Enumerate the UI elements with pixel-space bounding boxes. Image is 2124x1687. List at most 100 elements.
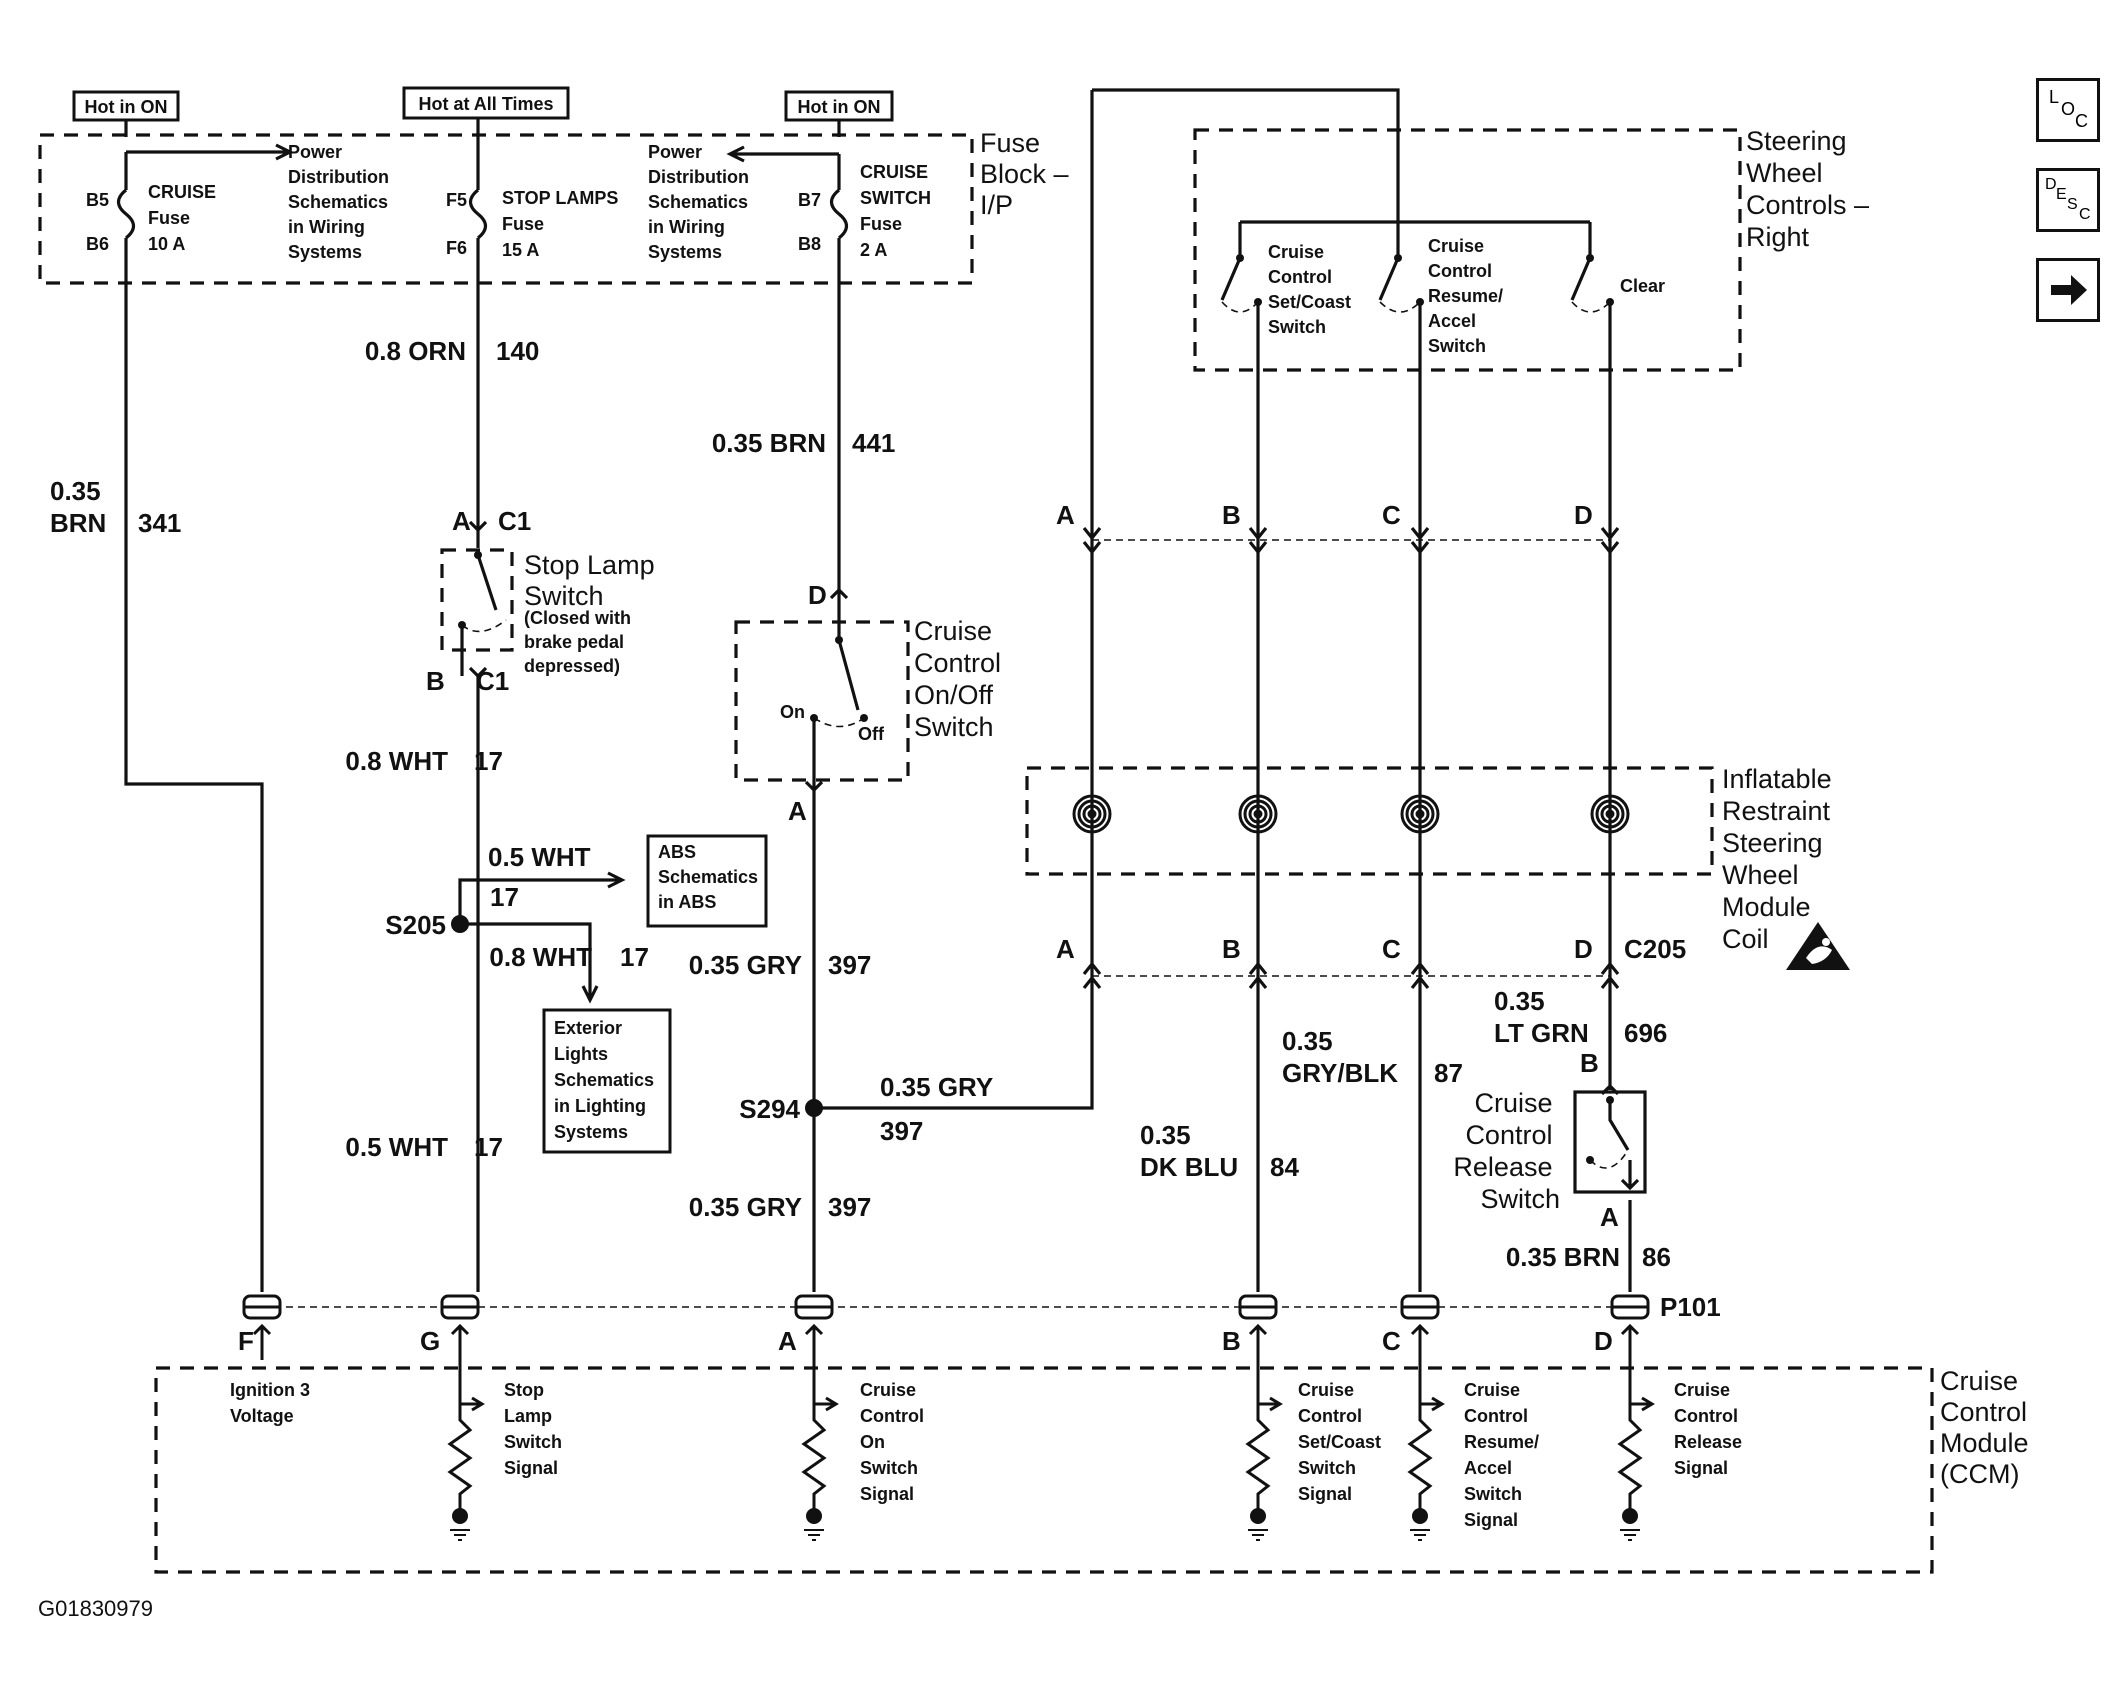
pin-label: F6 [446,238,467,258]
pds-label: Power Distribution Schematics in Wiring … [288,142,394,262]
pds-label: Power Distribution Schematics in Wiring … [648,142,754,262]
pin-label: B [426,666,445,696]
clear-switch-label: Clear [1620,276,1665,296]
next-button[interactable] [2036,258,2100,322]
pullup-resistor-icon [1245,1360,1283,1541]
svg-text:S: S [2067,196,2078,213]
pin-label: A [788,796,807,826]
release-switch-title: Cruise Control Release Switch [1453,1088,1560,1214]
wire-397-gauge: 0.35 GRY [689,1192,802,1222]
pullup-resistor-icon [447,1360,485,1541]
clockspring-coil-icon [1590,794,1630,834]
on-label: On [780,702,805,722]
steering-wheel-module-coil: Inflatable Restraint Steering Wheel Modu… [1025,764,1850,970]
ccm-input-label: Stop Lamp Switch Signal [504,1380,567,1478]
fuse-name: CRUISE SWITCH Fuse 2 A [860,162,936,260]
pin-label: B [1222,1326,1241,1356]
svg-text:C: C [2079,206,2091,223]
connector-pin-icon [440,1294,480,1360]
pin-label: A [1056,500,1075,530]
pin-label: B [1580,1048,1599,1078]
abs-reference-box: ABS Schematics in ABS [646,834,768,928]
location-button[interactable]: L O C [2036,78,2100,142]
pin-label: D [1594,1326,1613,1356]
svg-text:O: O [2061,99,2075,119]
steering-connector-lower: A B C D C205 [1056,934,1686,989]
splice-s294-label: S294 [739,1094,800,1124]
wire-17-circuit: 17 [474,746,503,776]
hot-label: Hot in ON [85,97,168,117]
wire-397-circuit: 397 [828,950,871,980]
ccm-input-label: Ignition 3 Voltage [230,1380,315,1426]
resume-accel-switch-label: Cruise Control Resume/ Accel Switch [1428,236,1508,356]
pullup-resistor-icon [1617,1360,1655,1541]
description-button[interactable]: D E S C [2036,168,2100,232]
ccm-title: Cruise Control Module (CCM) [1940,1366,2036,1489]
wire-87-gauge: 0.35 GRY/BLK [1282,1026,1398,1088]
pin-label: B [1222,934,1241,964]
pin-label: C [1382,934,1401,964]
pullup-resistor-icon [801,1360,839,1541]
loc-icon: L O C [2049,87,2088,131]
wire-341-gauge: 0.35 BRN [50,476,108,538]
clockspring-coil-icon [1238,794,1278,834]
wire-696-gauge: 0.35 LT GRN [1494,986,1589,1048]
hot-label: Hot at All Times [418,94,553,114]
pin-label: A [1600,1202,1619,1232]
steering-wheel-controls: Cruise Control Set/Coast Switch Cruise C… [1090,88,1877,372]
svg-text:C: C [2075,111,2088,131]
fuse-cruise-switch: B7 B8 CRUISE SWITCH Fuse 2 A [798,154,936,283]
pin-label: B5 [86,190,109,210]
pin-label: G [420,1326,440,1356]
clockspring-coil-icon [1400,794,1440,834]
wire-140-circuit: 140 [496,336,539,366]
wire-341-circuit: 341 [138,508,181,538]
pin-label: F [238,1326,254,1356]
wire-397-gauge: 0.35 GRY [880,1072,993,1102]
svg-text:ABS Schematics in: ABS Schematics in ABS [658,842,763,912]
wire-441-gauge: 0.35 BRN [712,428,826,458]
wire-17-circuit: 17 [474,1132,503,1162]
connector-c205-label: C205 [1624,934,1686,964]
pin-label: F5 [446,190,467,210]
wire-397-gauge: 0.35 GRY [689,950,802,980]
pin-label: A [778,1326,797,1356]
pin-label: A [452,506,471,536]
wire-17-abs-gauge: 0.5 WHT [488,842,591,872]
hot-label-box [72,90,180,122]
connector-pin-icon [1400,1294,1440,1360]
wire-84-gauge: 0.35 DK BLU [1140,1120,1238,1182]
off-label: Off [858,724,885,744]
cruise-release-switch: B A Cruise Control Release Switch [1453,1048,1647,1232]
clockspring-coil-icon [1072,794,1112,834]
ccm-input-label: Cruise Control Resume/ Accel Switch Sign… [1464,1380,1544,1530]
wire-labels: 0.35 BRN 341 0.8 ORN 140 0.35 BRN 441 0.… [50,336,1671,1272]
set-coast-switch-label: Cruise Control Set/Coast Switch [1268,242,1356,337]
fuse-name: STOP LAMPS Fuse 15 A [502,188,623,260]
pin-label: B [1222,500,1241,530]
connector-pin-icon [1610,1294,1650,1360]
pin-label: A [1056,934,1075,964]
svg-text:L: L [2049,87,2059,107]
pin-label: D [1574,934,1593,964]
fuse-block-title: Fuse Block – I/P [980,128,1076,220]
connector-p101-label: P101 [1660,1292,1721,1322]
fuse-name: CRUISE Fuse 10 A [148,182,221,254]
hot-label-box [402,86,570,120]
arrow-right-icon [2051,275,2087,305]
stop-lamp-switch-title: Stop Lamp Switch [524,550,662,611]
wire-696-circuit: 696 [1624,1018,1667,1048]
wire-84-circuit: 84 [1270,1152,1299,1182]
steering-controls-title: Steering Wheel Controls – Right [1746,126,1877,252]
fuse-cruise: B5 B6 CRUISE Fuse 10 A [86,152,221,283]
svg-text:E: E [2056,186,2067,203]
wire-17-gauge: 0.5 WHT [345,1132,448,1162]
coil-title: Inflatable Restraint Steering Wheel Modu… [1722,764,1839,954]
fuse-stop-lamps: F5 F6 STOP LAMPS Fuse 15 A [446,137,623,283]
connector-label: C1 [476,666,509,696]
svg-text:Exterior Lights Sc: Exterior Lights Schematics in Lighting S… [554,1018,659,1142]
wire-86-gauge: 0.35 BRN [1506,1242,1620,1272]
pin-label: B8 [798,234,821,254]
cruise-onoff-switch: On Off D A Cruise Control On/Off Switch [734,580,1001,826]
